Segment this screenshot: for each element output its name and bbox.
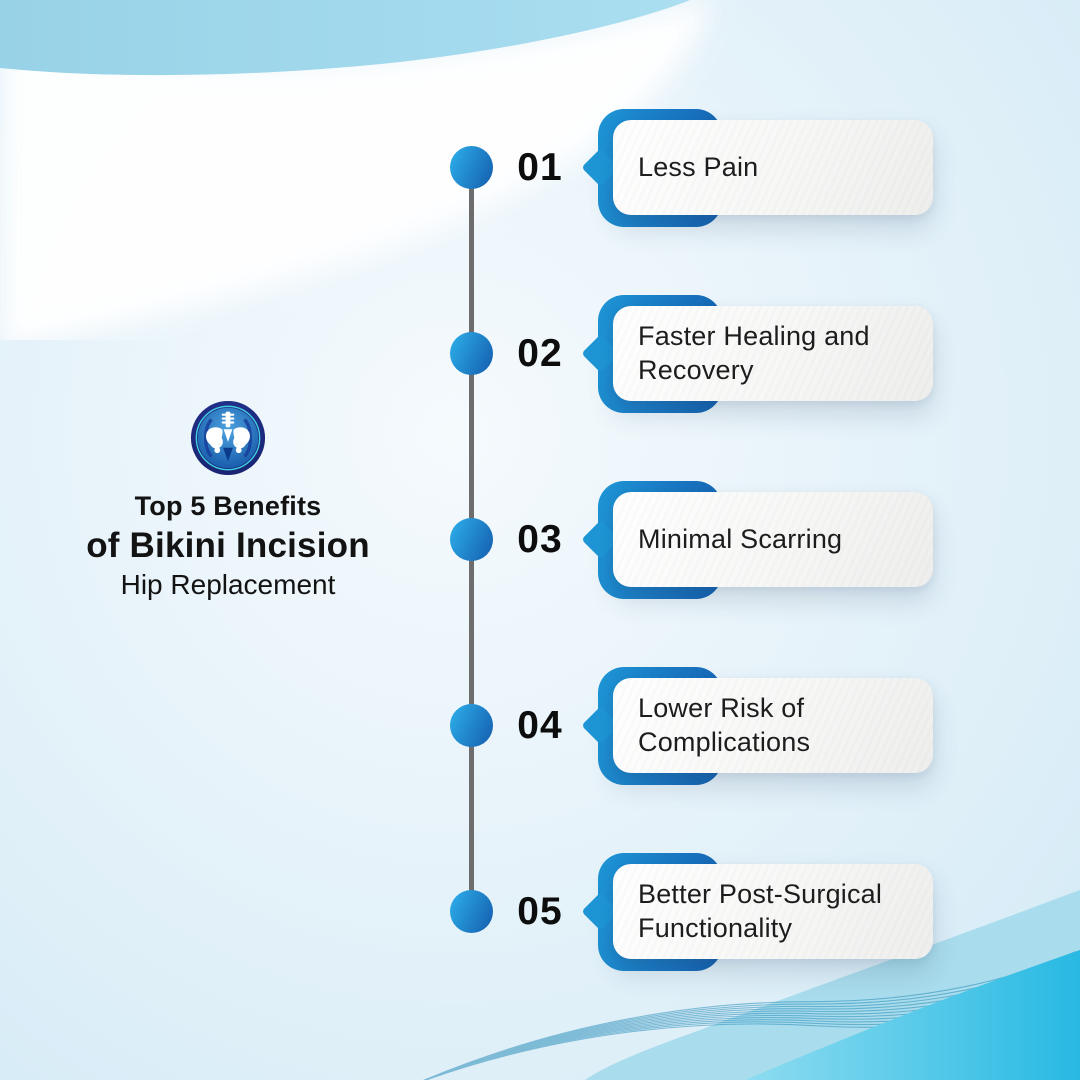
benefit-row: 03 Minimal Scarring: [0, 481, 1080, 599]
hip-pelvis-logo-icon: [190, 400, 266, 476]
benefit-row: 05 Better Post-Surgical Functionality: [0, 853, 1080, 971]
benefit-label: Better Post-Surgical Functionality: [638, 879, 883, 943]
benefit-label: Faster Healing and Recovery: [638, 321, 870, 385]
title-line-1: Top 5 Benefits: [134, 491, 322, 521]
sky-band: [0, 0, 690, 76]
benefit-card: Less Pain: [613, 120, 933, 215]
benefit-label: Less Pain: [638, 151, 759, 182]
brand-block: Top 5 Benefits of Bikini Incision Hip Re…: [30, 399, 426, 601]
timeline-dot: [450, 890, 493, 933]
timeline-dot: [450, 146, 493, 189]
timeline-dot: [450, 518, 493, 561]
title-line-3: Hip Replacement: [120, 569, 336, 600]
benefit-card: Better Post-Surgical Functionality: [613, 864, 933, 959]
step-number: 01: [517, 146, 563, 189]
benefit-row: 04 Lower Risk of Complications: [0, 667, 1080, 785]
pelvis-glyph: [206, 411, 250, 454]
step-number: 03: [517, 518, 563, 561]
benefit-card: Faster Healing and Recovery: [613, 306, 933, 401]
step-number: 05: [517, 890, 563, 933]
benefit-label: Lower Risk of Complications: [638, 693, 811, 757]
title-line-2: of Bikini Incision: [86, 526, 370, 565]
step-number: 02: [517, 332, 563, 375]
step-number: 04: [517, 704, 563, 747]
timeline-dot: [450, 704, 493, 747]
benefit-card: Lower Risk of Complications: [613, 678, 933, 773]
benefit-card: Minimal Scarring: [613, 492, 933, 587]
timeline-dot: [450, 332, 493, 375]
benefit-row: 01 Less Pain: [0, 109, 1080, 227]
benefit-row: 02 Faster Healing and Recovery: [0, 295, 1080, 413]
benefit-label: Minimal Scarring: [638, 523, 843, 554]
